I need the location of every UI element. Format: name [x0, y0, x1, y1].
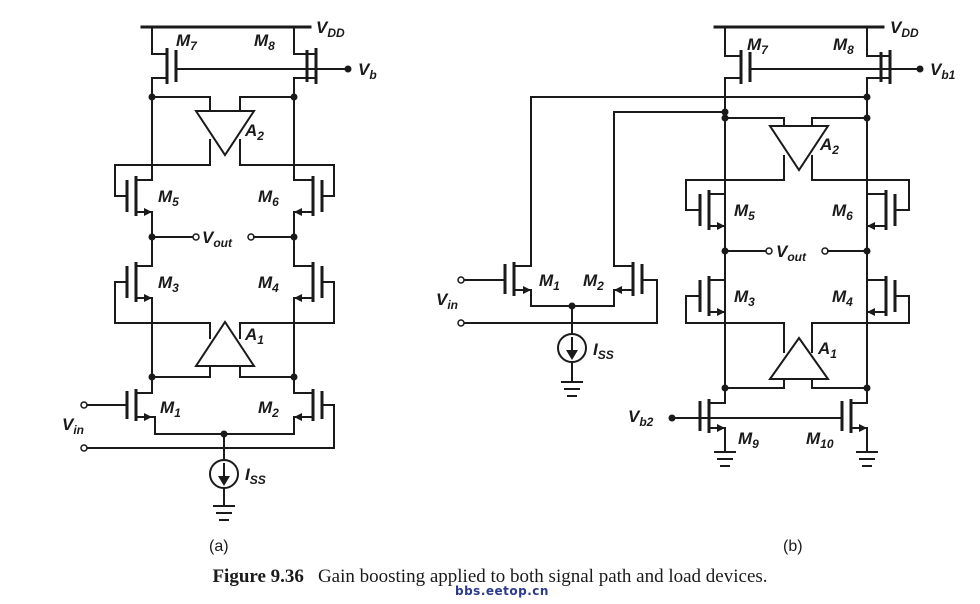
transistor-b-m4 [866, 276, 910, 324]
figure-caption: Figure 9.36 Gain boosting applied to both… [0, 566, 980, 588]
a1-label-b: A1 [817, 339, 837, 361]
transistor-b-m5 [685, 179, 726, 230]
m7-label-a: M7 [176, 31, 198, 53]
a1-label-a: A1 [244, 325, 264, 347]
transistor-m4 [293, 262, 335, 324]
watermark: bbs.eetop.cn [455, 584, 549, 598]
transistor-b-m6 [866, 179, 910, 230]
m4-label-a: M4 [258, 273, 279, 295]
vin-label-b: Vin [436, 290, 458, 312]
m9-label-b: M9 [738, 429, 759, 451]
m1-label-a: M1 [160, 398, 181, 420]
m8-label-a: M8 [254, 31, 275, 53]
transistor-m2 [80, 389, 335, 452]
m8-label-b: M8 [833, 35, 854, 57]
iss-label-b: ISS [593, 340, 614, 362]
transistor-m7 [151, 26, 178, 98]
m2-label-b: M2 [583, 271, 604, 293]
transistor-b-m8 [866, 26, 892, 84]
transistor-b-m2 [457, 262, 658, 327]
vout-label-b: Vout [776, 242, 807, 264]
transistor-b-m9 [698, 391, 726, 453]
transistor-m1 [80, 389, 156, 421]
transistor-m5 [114, 164, 153, 216]
m3-label-a: M3 [158, 273, 179, 295]
a2-label-b: A2 [819, 135, 839, 157]
a2-label-a: A2 [244, 121, 264, 143]
figure-text: Gain boosting applied to both signal pat… [317, 566, 768, 587]
iss-label-a: ISS [245, 465, 266, 487]
m1-label-b: M1 [539, 271, 560, 293]
caption-a: (a) [209, 538, 229, 555]
transistor-m6 [293, 164, 335, 216]
panel-b [457, 25, 924, 467]
vout-label-a: Vout [202, 228, 233, 250]
m7-label-b: M7 [747, 35, 769, 57]
m6-label-b: M6 [832, 201, 853, 223]
transistor-b-m3 [685, 276, 726, 324]
vin-label-a: Vin [62, 415, 84, 437]
transistor-m3 [114, 262, 153, 324]
m3-label-b: M3 [734, 287, 755, 309]
panel-a [80, 25, 352, 521]
vdd-label-a: VDD [316, 18, 345, 40]
transistor-m8 [293, 26, 318, 98]
transistor-b-m10 [840, 391, 868, 453]
transistor-b-m1 [457, 262, 532, 296]
m4-label-b: M4 [832, 287, 853, 309]
vb1-label: Vb1 [930, 60, 956, 82]
m2-label-a: M2 [258, 398, 279, 420]
vb2-label: Vb2 [628, 407, 654, 429]
vdd-label-b: VDD [890, 18, 919, 40]
m6-label-a: M6 [258, 187, 279, 209]
vb-label: Vb [358, 60, 377, 82]
caption-b: (b) [783, 538, 803, 555]
transistor-b-m7 [724, 26, 752, 84]
m10-label-b: M10 [806, 429, 834, 451]
m5-label-a: M5 [158, 187, 179, 209]
m5-label-b: M5 [734, 201, 755, 223]
figure-number: Figure 9.36 [212, 566, 304, 587]
